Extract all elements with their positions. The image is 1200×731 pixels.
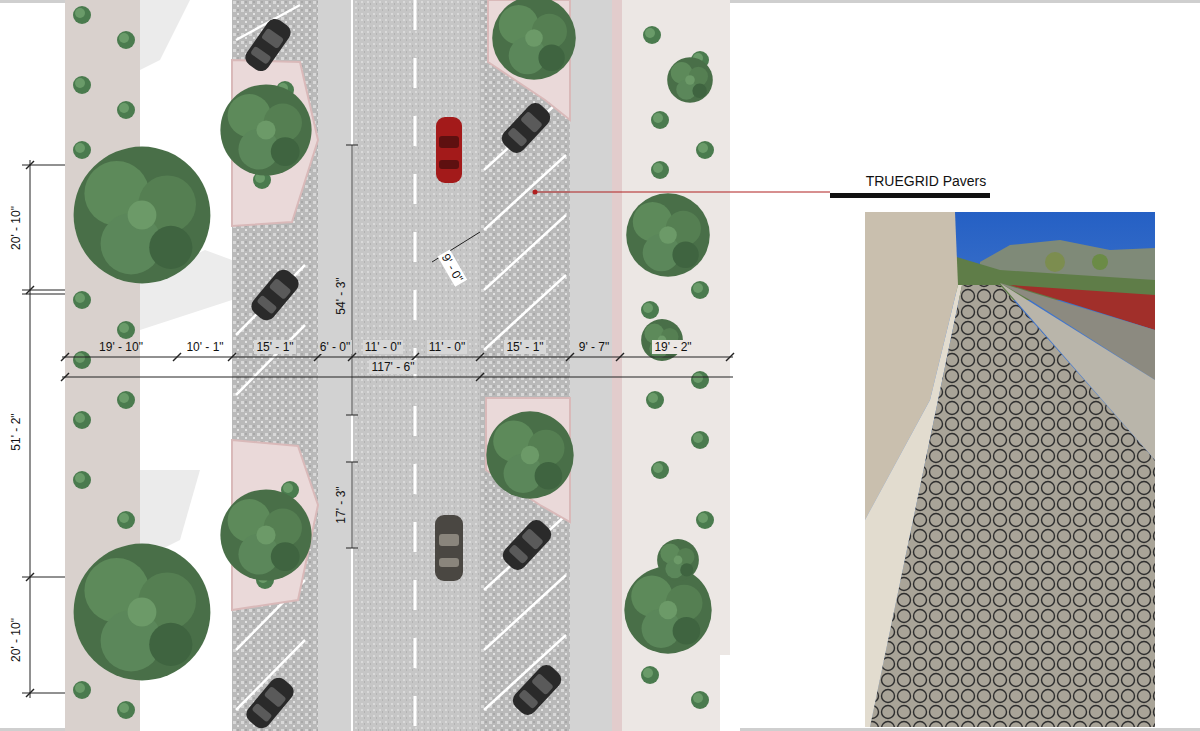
dimension-label: 11' - 0" (363, 340, 403, 354)
dimension-label: 20' - 10" (9, 616, 23, 664)
dimension-label: 20' - 10" (9, 204, 23, 252)
dimension-label: 15' - 1" (254, 340, 295, 354)
paver-photo (865, 212, 1155, 727)
dimension-label: 19' - 2" (652, 340, 693, 354)
callout-label: TRUEGRID Pavers (866, 173, 987, 189)
dimension-label: 11' - 0" (427, 340, 467, 354)
dimension-label: 51' - 2" (9, 411, 23, 452)
dimension-label: 10' - 1" (186, 340, 223, 354)
dimension-label: 54' - 3" (334, 275, 348, 316)
dimension-label: 9' - 7" (577, 340, 612, 354)
dimension-label: 6' - 0" (318, 340, 353, 354)
dimension-label: 17' - 3" (334, 484, 348, 525)
dimension-label: 19' - 10" (99, 340, 143, 354)
dimension-label: 117' - 6" (369, 360, 416, 374)
dimension-label: 15' - 1" (504, 340, 545, 354)
